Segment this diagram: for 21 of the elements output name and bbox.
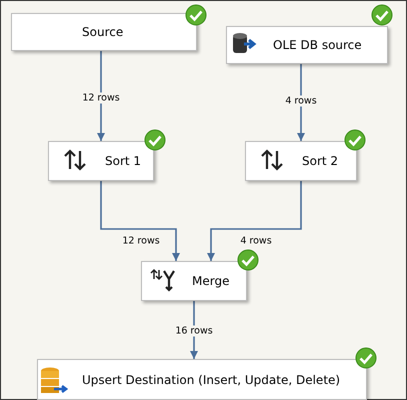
component-box	[48, 141, 154, 181]
edge-label: 16 rows	[174, 326, 214, 336]
component-box	[226, 26, 388, 64]
component-box	[37, 359, 367, 400]
edge-label: 4 rows	[284, 96, 318, 106]
data-path-arrow	[207, 181, 302, 261]
edge-label: 12 rows	[121, 236, 161, 246]
data-path-arrow	[297, 64, 305, 141]
component-box	[11, 13, 197, 51]
component-name: Source	[82, 25, 124, 39]
component-name: Sort 2	[302, 154, 338, 168]
component-box	[245, 141, 357, 181]
component-name: Sort 1	[105, 154, 142, 168]
component-box	[141, 261, 247, 301]
edge-label: 4 rows	[239, 236, 273, 246]
edge-label: 12 rows	[81, 92, 121, 104]
data-path-arrow	[100, 181, 180, 261]
component-name: Upsert Destination (Insert, Update, Delete)	[82, 372, 340, 386]
data-path-arrow	[97, 51, 105, 141]
component-name: Merge	[192, 274, 230, 288]
component-name: OLE DB source	[273, 38, 362, 52]
